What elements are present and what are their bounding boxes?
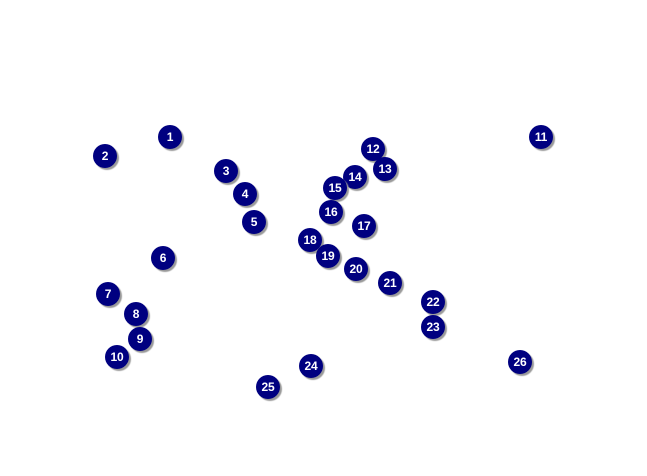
marker-number-label: 2 xyxy=(101,149,109,163)
marker-number-label: 24 xyxy=(304,359,318,373)
marker-number-label: 11 xyxy=(534,130,548,144)
marker-number-label: 26 xyxy=(513,355,527,369)
numbered-marker-18: 18 xyxy=(298,228,322,252)
numbered-marker-17: 17 xyxy=(352,214,376,238)
numbered-marker-25: 25 xyxy=(256,375,280,399)
numbered-marker-21: 21 xyxy=(378,271,402,295)
marker-number-label: 10 xyxy=(110,350,124,364)
marker-number-label: 22 xyxy=(426,295,440,309)
numbered-marker-23: 23 xyxy=(421,315,445,339)
marker-number-label: 5 xyxy=(250,215,258,229)
marker-number-label: 7 xyxy=(104,287,112,301)
marker-number-label: 12 xyxy=(366,142,380,156)
marker-number-label: 6 xyxy=(159,251,167,265)
marker-number-label: 18 xyxy=(303,233,317,247)
numbered-marker-8: 8 xyxy=(124,302,148,326)
numbered-marker-26: 26 xyxy=(508,350,532,374)
marker-number-label: 13 xyxy=(378,162,392,176)
marker-number-label: 14 xyxy=(348,170,362,184)
numbered-marker-4: 4 xyxy=(233,182,257,206)
numbered-marker-11: 11 xyxy=(529,125,553,149)
numbered-marker-22: 22 xyxy=(421,290,445,314)
marker-number-label: 25 xyxy=(261,380,275,394)
numbered-marker-20: 20 xyxy=(344,257,368,281)
numbered-marker-24: 24 xyxy=(299,354,323,378)
numbered-marker-15: 15 xyxy=(323,176,347,200)
marker-number-label: 21 xyxy=(383,276,397,290)
numbered-marker-12: 12 xyxy=(361,137,385,161)
numbered-marker-10: 10 xyxy=(105,345,129,369)
numbered-marker-2: 2 xyxy=(93,144,117,168)
numbered-marker-1: 1 xyxy=(158,125,182,149)
marker-number-label: 23 xyxy=(426,320,440,334)
marker-number-label: 20 xyxy=(349,262,363,276)
numbered-marker-7: 7 xyxy=(96,282,120,306)
marker-number-label: 9 xyxy=(136,332,144,346)
numbered-marker-19: 19 xyxy=(316,244,340,268)
numbered-marker-14: 14 xyxy=(343,165,367,189)
marker-number-label: 15 xyxy=(328,181,342,195)
marker-number-label: 16 xyxy=(324,205,338,219)
numbered-marker-16: 16 xyxy=(319,200,343,224)
numbered-marker-5: 5 xyxy=(242,210,266,234)
numbered-marker-6: 6 xyxy=(151,246,175,270)
marker-number-label: 19 xyxy=(321,249,335,263)
marker-number-label: 17 xyxy=(357,219,371,233)
numbered-marker-3: 3 xyxy=(214,159,238,183)
marker-number-label: 4 xyxy=(241,187,249,201)
marker-number-label: 1 xyxy=(166,130,174,144)
marker-number-label: 3 xyxy=(222,164,230,178)
marker-number-label: 8 xyxy=(132,307,140,321)
numbered-marker-13: 13 xyxy=(373,157,397,181)
numbered-marker-9: 9 xyxy=(128,327,152,351)
